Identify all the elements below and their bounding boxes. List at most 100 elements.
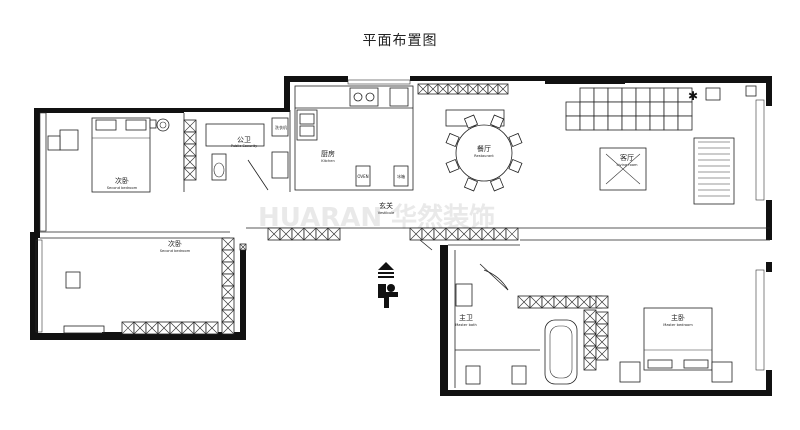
room-label-cn: 主卧 [671, 313, 685, 322]
dining-chair [489, 177, 505, 192]
cabinet-box [183, 167, 197, 181]
room-label-cn: 餐厅 [477, 144, 491, 153]
cabinet-box [409, 227, 423, 241]
room-label-cn: 客厅 [620, 153, 634, 162]
person-icon [378, 284, 398, 308]
sofa-cushion [579, 101, 595, 117]
sofa-cushion [593, 115, 609, 131]
sofa-cushion [621, 87, 637, 103]
sofa-cushion [607, 101, 623, 117]
cabinet-box [595, 323, 609, 337]
kitchen: OVEN 冰箱 厨房 Kitchen [296, 87, 409, 187]
dining-chair [445, 158, 460, 174]
living-room: 客厅 Living room ✱ [565, 85, 757, 205]
sofa-cushion [649, 101, 665, 117]
cabinet-box [145, 321, 159, 335]
cabinet-box [517, 295, 531, 309]
sofa-cushion [621, 115, 637, 131]
cabinet-box [583, 345, 597, 359]
cabinet-box [221, 285, 235, 299]
cabinet-box [327, 227, 341, 241]
sofa-cushion [635, 101, 651, 117]
cabinet-box [193, 321, 207, 335]
cabinet-box [427, 83, 439, 95]
room-label-cn: 主卫 [459, 313, 473, 322]
dining-chair [463, 177, 479, 192]
cabinet-box [477, 83, 489, 95]
cabinet-box [583, 357, 597, 371]
cabinet-box [583, 309, 597, 323]
cabinet-box [221, 297, 235, 311]
cabinet-box [169, 321, 183, 335]
outer-walls [30, 76, 772, 396]
sofa-cushion [607, 115, 623, 131]
cabinet-box [595, 295, 609, 309]
room-label-cn: 次卧 [168, 239, 182, 248]
room-label-en: Master bath [455, 323, 477, 327]
cabinet-box [497, 83, 509, 95]
sofa-cushion [565, 115, 581, 131]
cabinet-box [433, 227, 447, 241]
second-bedroom-2: 次卧 Second bedroom [65, 239, 191, 289]
room-label-cn: 次卧 [115, 176, 129, 185]
cabinet-box [447, 83, 459, 95]
sofa-cushion [649, 115, 665, 131]
cabinet-box [595, 311, 609, 325]
cabinet-box [221, 309, 235, 323]
cabinet-box [221, 273, 235, 287]
cabinet-box [553, 295, 567, 309]
cabinet-box [457, 83, 469, 95]
cabinet-box [467, 83, 479, 95]
sofa-cushion [663, 87, 679, 103]
sofa-cushion [579, 87, 595, 103]
cabinets [121, 83, 609, 371]
cabinet-box [457, 227, 471, 241]
room-label-en: Master bedroom [663, 323, 693, 327]
room-label-en: Restaurant [474, 154, 494, 158]
cabinet-box [583, 333, 597, 347]
sofa-cushion [663, 101, 679, 117]
cabinet-box [291, 227, 305, 241]
cabinet-box [183, 131, 197, 145]
cabinet-box [595, 347, 609, 361]
cabinet-box [239, 243, 247, 251]
master-bath: 主卫 Master bath [455, 263, 578, 385]
cabinet-box [421, 227, 435, 241]
cabinet-box [121, 321, 135, 335]
cabinet-box [577, 295, 591, 309]
dining-chair [463, 114, 479, 129]
cabinet-box [303, 227, 317, 241]
dining-chair [445, 132, 460, 148]
dining-chair [489, 114, 505, 129]
cabinet-box [181, 321, 195, 335]
cabinet-box [487, 83, 499, 95]
cabinet-box [157, 321, 171, 335]
cabinet-box [529, 295, 543, 309]
sofa-cushion [565, 101, 581, 117]
cabinet-box [565, 295, 579, 309]
sofa-cushion [579, 115, 595, 131]
cabinet-box [583, 321, 597, 335]
cabinet-box [505, 227, 519, 241]
fridge-label: 冰箱 [397, 173, 405, 179]
restaurant: 餐厅 Restaurant [445, 109, 523, 192]
room-label-en: Living room [616, 163, 638, 167]
public-bathroom: 洗衣机 公卫 Public Security [205, 117, 289, 191]
vestibule: 玄关 Vestibule [378, 201, 433, 308]
cabinet-box [205, 321, 219, 335]
cabinet-box [469, 227, 483, 241]
cabinet-box [183, 143, 197, 157]
cabinet-box [417, 83, 429, 95]
sofa-cushion [677, 115, 693, 131]
sofa-cushion [677, 101, 693, 117]
room-label-en: Second bedroom [160, 249, 191, 253]
second-bedroom-1: 次卧 Second bedroom [47, 117, 170, 193]
cabinet-box [221, 237, 235, 251]
sofa-cushion [635, 87, 651, 103]
entrance-arrow-icon [378, 262, 394, 270]
sofa-cushion [593, 87, 609, 103]
oven-label: OVEN [357, 174, 368, 179]
cabinet-box [183, 119, 197, 133]
cabinet-box [315, 227, 329, 241]
